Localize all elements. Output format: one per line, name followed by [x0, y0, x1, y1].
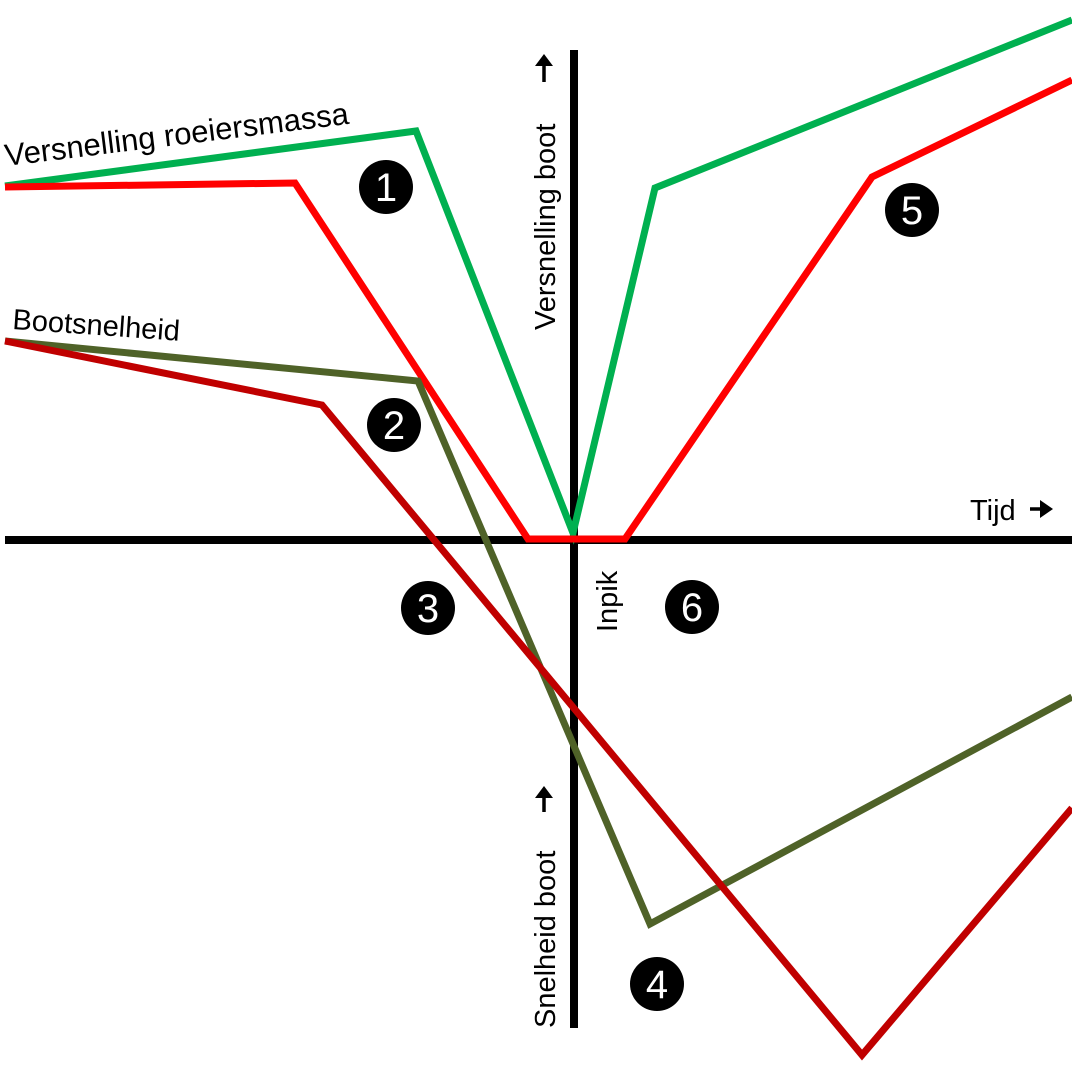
rower-mass-acceleration-line-red	[4, 76, 1072, 543]
up-arrow-icon	[535, 54, 553, 82]
marker-6: 6	[665, 580, 719, 634]
marker-6-label: 6	[681, 586, 703, 630]
boat-speed-axis-label: Snelheid boot	[530, 851, 562, 1028]
boat-speed-axis-title: Snelheid boot	[530, 851, 562, 1028]
time-axis-label: Tijd	[970, 495, 1016, 527]
boat-acceleration-axis-label: Versnelling boot	[530, 124, 562, 330]
marker-5: 5	[885, 183, 939, 237]
marker-3-label: 3	[417, 587, 439, 631]
marker-3: 3	[401, 581, 455, 635]
catch-label-group: Inpik	[592, 570, 624, 632]
marker-4: 4	[630, 957, 684, 1011]
marker-1-label: 1	[375, 166, 397, 210]
boat-speed-line-olive	[4, 337, 1072, 929]
rower-mass-acceleration-line-green	[4, 16, 1072, 545]
marker-2-label: 2	[383, 404, 405, 448]
up-arrow-icon	[535, 786, 553, 812]
marker-2: 2	[367, 398, 421, 452]
marker-5-label: 5	[901, 189, 923, 233]
marker-4-label: 4	[646, 963, 668, 1007]
right-arrow-icon	[1030, 500, 1053, 518]
boat-speed-line-darkred	[4, 337, 1072, 1061]
boat-acceleration-axis-title: Versnelling boot	[530, 124, 562, 330]
marker-1: 1	[359, 160, 413, 214]
catch-label: Inpik	[592, 570, 624, 632]
